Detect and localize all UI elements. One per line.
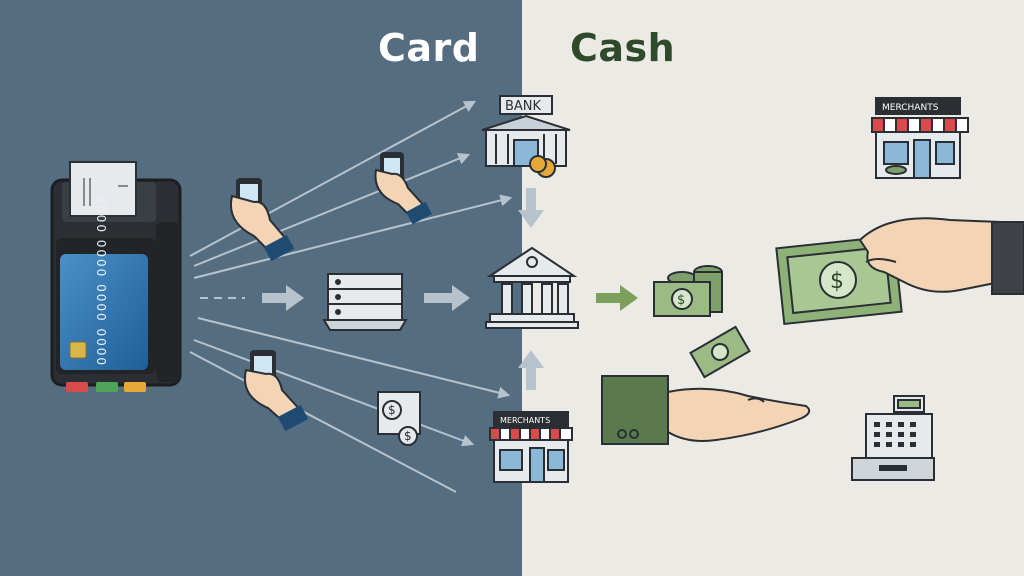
arrow-down-icon (518, 188, 544, 228)
arrow-right-icon (262, 285, 304, 311)
currency-exchange-icon: $ $ (377, 391, 421, 446)
hand-giving-money-icon: $ (775, 217, 1024, 326)
dollar-bill-icon (689, 325, 751, 379)
svg-text:$: $ (677, 293, 685, 308)
svg-text:$: $ (388, 403, 396, 417)
server-icon (322, 273, 408, 331)
payment-terminal-icon: 0000 0000 0000 0000 (50, 161, 182, 392)
merchant-store-icon: MERCHANTS (489, 411, 573, 483)
merchants-sign-left: MERCHANTS (500, 416, 550, 425)
phone-in-hand-icon (374, 152, 432, 225)
phone-in-hand-icon (230, 178, 295, 262)
chip-icon (69, 341, 87, 359)
cash-stack-icon: $ (653, 265, 723, 317)
arrow-right-green-icon (596, 285, 638, 311)
phone-in-hand-icon (244, 350, 309, 432)
card-flow-lines (189, 100, 513, 493)
hand-receiving-icon (601, 375, 811, 445)
merchants-sign-right: MERCHANTS (882, 103, 939, 113)
merchant-store-icon: MERCHANTS (871, 97, 969, 179)
cash-title: Cash (570, 26, 676, 70)
card-number: 0000 0000 0000 0000 (95, 193, 109, 365)
svg-text:$: $ (404, 429, 412, 443)
central-bank-icon (485, 246, 579, 329)
arrow-up-icon (518, 350, 544, 390)
arrow-right-icon (424, 285, 470, 311)
bank-building-icon: BANK (481, 95, 571, 178)
bank-sign: BANK (505, 99, 542, 114)
flow-arrows (262, 188, 544, 390)
card-title: Card (378, 26, 480, 70)
cash-register-icon (851, 395, 935, 481)
credit-card-icon (60, 254, 148, 370)
svg-text:$: $ (830, 269, 844, 294)
